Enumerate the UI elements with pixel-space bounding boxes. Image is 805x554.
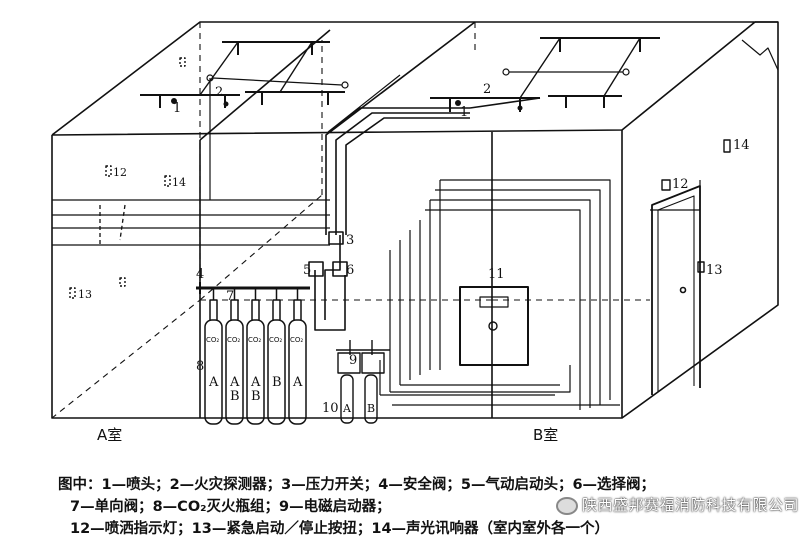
watermark-text: 陕西盛邦赛福消防科技有限公司 (581, 496, 799, 514)
building-outline (51, 21, 779, 419)
legend-line-3: 12—喷洒指示灯；13—紧急启动／停止按扭；14—声光讯响器（室内室外各一个） (70, 521, 610, 537)
label-8: 8 (196, 359, 204, 374)
label-1b: 1 (460, 105, 468, 120)
label-13a: 13 (78, 288, 92, 301)
label-2b: 2 (483, 82, 491, 97)
cylinder-code: CO₂ (227, 336, 240, 344)
wall-devices (69, 57, 731, 299)
cylinder-valve (251, 288, 260, 320)
door (651, 185, 701, 395)
label-10: 10 (322, 401, 339, 416)
control-panel (459, 286, 529, 366)
sprinkler-pipes (140, 37, 660, 112)
cylinder-code: CO₂ (290, 336, 303, 344)
cylinder-code: CO₂ (206, 336, 219, 344)
solenoid-starters (336, 340, 390, 424)
cylinder-mark: B (272, 375, 282, 390)
room-a-label: A室 (97, 426, 122, 444)
supply-pipes (308, 97, 541, 331)
cylinder-valve (230, 288, 239, 320)
cylinder-mark: A (292, 375, 303, 390)
cylinder-mark: A (208, 375, 219, 390)
cylinder-code: CO₂ (248, 336, 261, 344)
co2-cylinder (204, 319, 223, 425)
cylinder-mark: A (229, 375, 240, 390)
co2-cylinder (225, 319, 244, 425)
label-11: 11 (488, 267, 505, 282)
legend: 图中：1—喷头；2—火灾探测器；3—压力开关；4—安全阀；5—气动启动头；6—选… (58, 474, 798, 540)
cylinder-mark: A (250, 375, 261, 390)
label-3: 3 (346, 233, 354, 248)
label-14a: 14 (172, 176, 186, 189)
label-12a: 12 (113, 166, 127, 179)
cylinder-mark: B (251, 389, 261, 404)
room-b-label: B室 (533, 426, 558, 444)
cylinder-valve (293, 288, 302, 320)
cylinder-code: CO₂ (269, 336, 282, 344)
starter-mark-a: A (342, 402, 352, 415)
cylinder-valve (209, 288, 218, 320)
label-7: 7 (226, 289, 234, 304)
callout-labels: 1 1 2 2 3 4 5 6 7 8 9 10 11 12 12 13 13 … (78, 82, 750, 444)
co2-cylinder (288, 319, 307, 425)
wechat-icon (555, 496, 578, 515)
starter-mark-b: B (367, 402, 375, 415)
detector-lines (206, 68, 630, 200)
label-5: 5 (303, 263, 311, 278)
label-13b: 13 (706, 263, 723, 278)
wall-pipes (52, 199, 330, 246)
label-4: 4 (196, 267, 204, 282)
watermark: 陕西盛邦赛福消防科技有限公司 (555, 494, 799, 515)
co2-cylinder (267, 319, 286, 425)
control-wiring (379, 179, 701, 410)
cylinder-mark: B (230, 389, 240, 404)
legend-line-2: 7—单向阀；8—CO₂灭火瓶组；9—电磁启动器； (70, 499, 391, 515)
label-6: 6 (346, 263, 354, 278)
label-2a: 2 (215, 85, 223, 100)
label-1a: 1 (173, 101, 181, 116)
label-14b: 14 (733, 138, 750, 153)
label-9: 9 (349, 353, 357, 368)
sprinkler-heads (171, 98, 523, 111)
co2-cylinder (246, 319, 265, 425)
cylinder-valve (272, 288, 281, 320)
legend-line-1: 图中：1—喷头；2—火灾探测器；3—压力开关；4—安全阀；5—气动启动头；6—选… (58, 477, 656, 493)
label-12b: 12 (672, 177, 689, 192)
